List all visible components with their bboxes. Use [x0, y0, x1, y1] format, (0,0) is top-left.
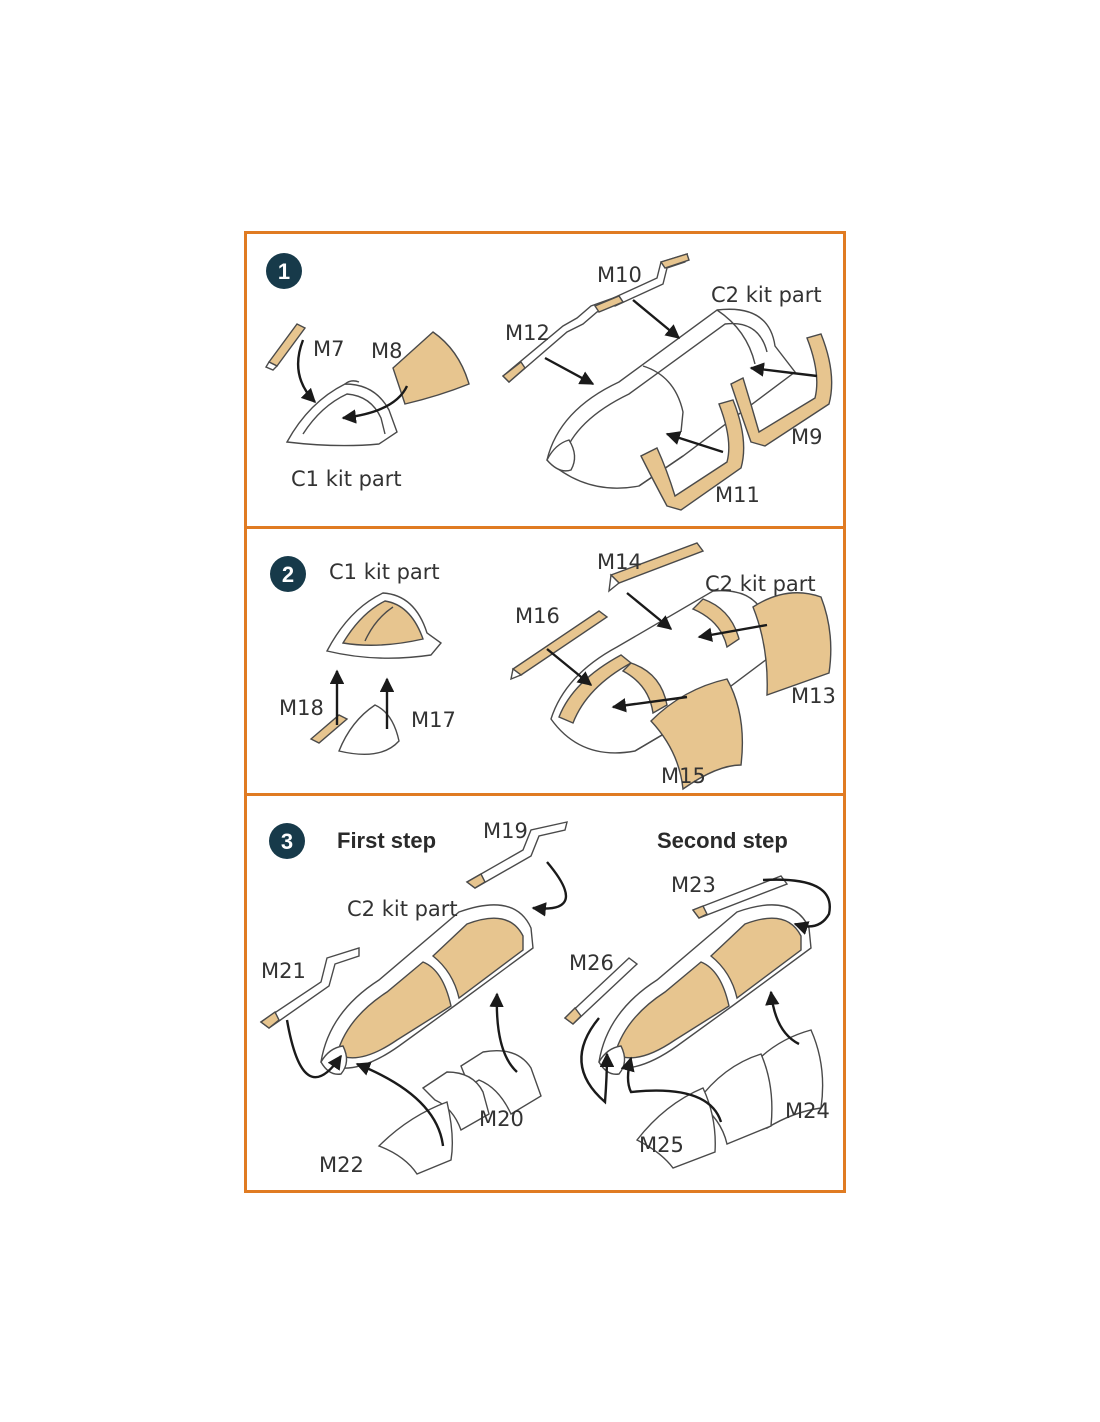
m8-mask	[392, 331, 470, 405]
label-c1-kit-part: C1 kit part	[329, 560, 440, 584]
step-3-panel: 3 First step Second step M19 C2	[247, 796, 843, 1190]
label-m24: M24	[785, 1099, 830, 1123]
label-m12: M12	[505, 321, 550, 345]
label-m26: M26	[569, 951, 614, 975]
label-m23: M23	[671, 873, 716, 897]
c2-canopy-part	[546, 308, 796, 489]
step-2-panel: 2 C1 kit part M18 M17	[247, 529, 843, 796]
m7-mask	[267, 323, 307, 367]
step-1-diagram: 1 M7 M8 C1 kit part	[264, 252, 833, 511]
label-m11: M11	[715, 483, 760, 507]
m11-mask	[640, 399, 745, 511]
svg-text:2: 2	[282, 562, 294, 587]
m21-mask	[259, 947, 360, 1029]
first-step-heading: First step	[337, 828, 436, 853]
label-m19: M19	[483, 819, 528, 843]
m20-mask	[460, 1050, 542, 1116]
label-m17: M17	[411, 708, 456, 732]
m9-mask	[730, 333, 833, 447]
step-3-diagram: 3 First step Second step M19 C2	[259, 819, 831, 1177]
label-m9: M9	[791, 425, 822, 449]
c1-windscreen-masked	[325, 592, 443, 659]
label-m20: M20	[479, 1107, 524, 1131]
svg-text:1: 1	[278, 259, 290, 284]
label-c2-kit-part: C2 kit part	[347, 897, 458, 921]
label-c1-kit-part: C1 kit part	[291, 467, 402, 491]
label-m22: M22	[319, 1153, 364, 1177]
label-m15: M15	[661, 764, 706, 788]
label-m13: M13	[791, 684, 836, 708]
step-1-badge: 1	[266, 253, 302, 289]
step-3-badge: 3	[269, 823, 305, 859]
label-m16: M16	[515, 604, 560, 628]
second-step-heading: Second step	[657, 828, 788, 853]
c2-canopy-second-step	[598, 904, 812, 1075]
label-c2-kit-part: C2 kit part	[711, 283, 822, 307]
c1-windscreen-part	[285, 380, 398, 447]
step-2-diagram: 2 C1 kit part M18 M17	[270, 542, 836, 791]
c2-canopy-first-step	[320, 904, 534, 1075]
step-1-panel: 1 M7 M8 C1 kit part	[247, 234, 843, 529]
label-m10: M10	[597, 263, 642, 287]
label-c2-kit-part: C2 kit part	[705, 572, 816, 596]
m25-mask	[635, 1087, 716, 1169]
label-m21: M21	[261, 959, 306, 983]
step-2-badge: 2	[270, 556, 306, 592]
label-m25: M25	[639, 1133, 684, 1157]
label-m8: M8	[371, 339, 402, 363]
label-m14: M14	[597, 550, 642, 574]
m19-mask	[465, 821, 568, 889]
m17-mask	[338, 704, 400, 756]
svg-text:3: 3	[281, 829, 293, 854]
label-m18: M18	[279, 696, 324, 720]
m15-mask	[650, 678, 744, 791]
m13-mask	[752, 592, 832, 697]
label-m7: M7	[313, 337, 344, 361]
instruction-frame: 1 M7 M8 C1 kit part	[244, 231, 846, 1193]
